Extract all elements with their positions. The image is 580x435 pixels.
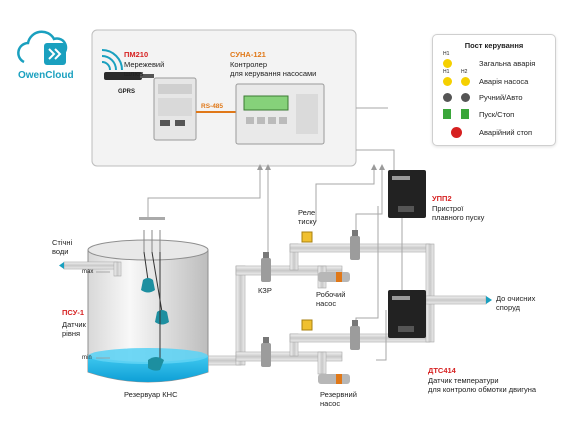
start-stop-button-1-icon[interactable] <box>443 109 451 119</box>
softstarter-line1: Пристрої <box>432 204 464 213</box>
signal-arrowheads <box>257 164 385 170</box>
temp-sensor-line2: для контролю обмотки двигуна <box>428 385 537 394</box>
reserve-pump-line2: насос <box>320 399 341 408</box>
mode-switch-2-icon[interactable] <box>461 93 470 102</box>
work-pump-line2: насос <box>316 299 337 308</box>
control-panel: Пост керування Н1 Загальна аварія Н1 Н2 … <box>432 34 556 146</box>
relay-label-line1: Реле <box>298 208 316 217</box>
level-sensor-line2: рівня <box>62 329 81 338</box>
gateway-desc: Мережевий шлюз <box>124 60 165 78</box>
soft-starter-devices <box>388 170 426 338</box>
pump2-alarm-lamp-icon <box>461 77 470 86</box>
relay-label-line2: тиску <box>298 217 317 226</box>
outlet-arrow-icon <box>486 296 492 304</box>
tank <box>87 239 209 383</box>
lamp-h1-label-2: Н1 <box>443 69 450 75</box>
temp-sensor-line1: Датчик температури <box>428 376 499 385</box>
gateway-model: ПМ210 <box>124 50 149 59</box>
emergency-stop-button-icon[interactable] <box>451 127 462 138</box>
check-valve-icons <box>261 230 360 367</box>
kzr-label: КЗР <box>258 286 272 295</box>
panel-row-start-stop: Пуск/Стоп <box>479 110 515 119</box>
wireless-signal-icon <box>101 49 123 71</box>
start-stop-button-2-icon[interactable] <box>461 109 469 119</box>
controller-device <box>235 83 325 145</box>
rs485-label: RS-485 <box>201 103 224 110</box>
pump-icons <box>318 272 350 384</box>
outlet-label-line1: До очисних <box>496 294 536 303</box>
brand-name: OwenCloud <box>18 70 74 81</box>
min-label: min <box>82 355 92 361</box>
softstarter-line2: плавного пуску <box>432 213 485 222</box>
outlet-label-line2: споруд <box>496 303 520 312</box>
drain-label-line1: Стічні <box>52 238 73 247</box>
max-label: max <box>82 269 94 275</box>
inlet-pipe <box>59 261 122 277</box>
level-sensor-line1: Датчик <box>62 320 86 329</box>
pump1-alarm-lamp-icon <box>443 77 452 86</box>
softstarter-model: УПП2 <box>432 194 452 203</box>
pipework <box>204 243 487 375</box>
gateway-device <box>153 77 197 141</box>
tank-label: Резервуар КНС <box>124 390 178 399</box>
gprs-label: GPRS <box>118 89 136 95</box>
panel-row-manual-auto: Ручний/Авто <box>479 93 523 102</box>
drain-label-line2: води <box>52 247 69 256</box>
controller-desc-line2: для керування насосами <box>230 69 317 78</box>
panel-row-pump-alarm: Аварія насоса <box>479 77 529 86</box>
controller-model: СУНА-121 <box>230 50 266 59</box>
level-sensor-model: ПСУ-1 <box>62 308 85 317</box>
gprs-antenna <box>104 72 154 80</box>
controller-desc-line1: Контролер <box>230 60 268 69</box>
lamp-h2-label: Н2 <box>461 69 468 75</box>
work-pump-line1: Робочий <box>316 290 346 299</box>
panel-row-general-alarm: Загальна аварія <box>479 59 536 68</box>
owencloud-logo-icon <box>17 30 68 65</box>
pressure-relay-icons <box>301 231 313 331</box>
level-sensor-floats <box>139 217 169 371</box>
control-panel-title: Пост керування <box>464 41 524 50</box>
panel-row-emergency-stop: Аварійний стоп <box>479 128 533 137</box>
reserve-pump-line1: Резервний <box>320 390 357 399</box>
temp-sensor-model: ДТС414 <box>428 366 456 375</box>
lamp-h1-label: Н1 <box>443 51 450 57</box>
general-alarm-lamp-icon <box>443 59 452 68</box>
mode-switch-1-icon[interactable] <box>443 93 452 102</box>
